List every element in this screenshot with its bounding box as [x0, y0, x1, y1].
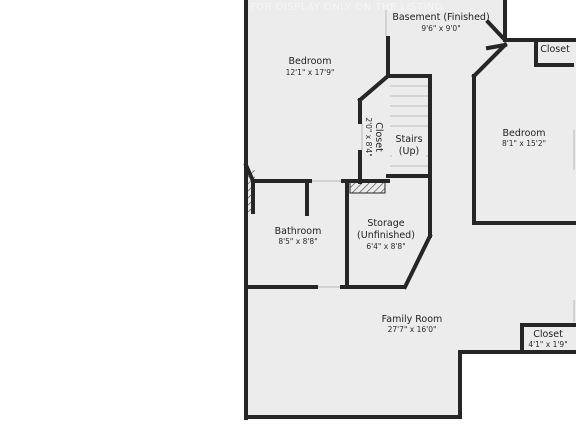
stairs-label: Stairs	[395, 134, 422, 145]
closet-vertical-dims: 2'0" x 8'4"	[364, 117, 373, 156]
stairs-direction: (Up)	[399, 146, 419, 157]
closet-bottom-right-label: Closet	[533, 329, 563, 340]
watermark-text: FOR DISPLAY ONLY ON THE LISTING	[250, 2, 443, 13]
storage-dims: 6'4" x 8'8"	[366, 242, 405, 251]
bedroom-right-label: Bedroom	[503, 128, 546, 139]
storage-label: Storage	[367, 218, 404, 229]
exterior-notch	[460, 352, 576, 432]
bathroom-label: Bathroom	[275, 226, 322, 237]
bedroom-left-label: Bedroom	[289, 56, 332, 67]
family-room-dims: 27'7" x 16'0"	[388, 325, 437, 334]
openings	[312, 10, 575, 322]
floor-area	[246, 0, 576, 417]
family-room-label: Family Room	[382, 314, 443, 325]
basement-label: Basement (Finished)	[392, 12, 489, 23]
bathroom-dims: 8'5" x 8'8"	[278, 237, 317, 246]
stairs-label-bg	[392, 130, 426, 158]
bedroom-left-dims: 12'1" x 17'9"	[286, 68, 335, 77]
closet-top-right-label: Closet	[540, 44, 570, 55]
closet-bottom-right-dims: 4'1" x 1'9"	[528, 340, 567, 349]
storage-note: (Unfinished)	[357, 230, 415, 241]
walls	[243, 0, 576, 420]
closet-vertical-label: Closet	[373, 122, 384, 152]
basement-dims: 9'6" x 9'0"	[421, 24, 460, 33]
bedroom-right-dims: 8'1" x 15'2"	[502, 139, 546, 148]
